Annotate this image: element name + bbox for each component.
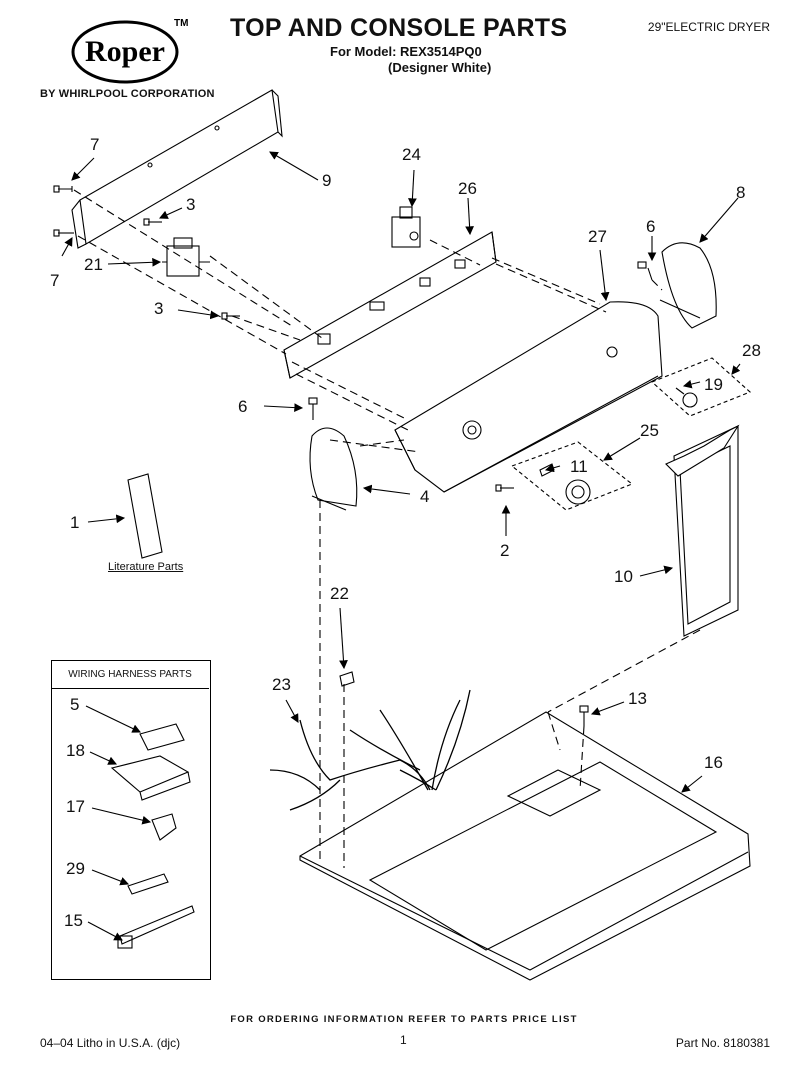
callout-6: 6 — [646, 217, 656, 236]
model-line: For Model: REX3514PQ0 — [330, 44, 482, 59]
callout-24: 24 — [402, 145, 421, 164]
litho-note: 04–04 Litho in U.S.A. (djc) — [40, 1036, 181, 1050]
screw-part-7b — [53, 229, 74, 237]
callout-7: 7 — [50, 271, 60, 290]
connector-block-part-18 — [110, 755, 191, 801]
callout-15: 15 — [64, 911, 83, 930]
callout-27: 27 — [588, 227, 607, 246]
clip-part-17 — [151, 813, 177, 841]
callout-3: 3 — [154, 299, 164, 318]
cable-tie-part-15 — [117, 905, 195, 949]
rear-panel-bracket-part — [71, 89, 283, 249]
end-cap-left-part-4 — [309, 427, 358, 511]
page-title: TOP AND CONSOLE PARTS — [230, 14, 568, 42]
callout-25: 25 — [640, 421, 659, 440]
callout-9: 9 — [322, 171, 332, 190]
callout-22: 22 — [330, 584, 349, 603]
callout-7: 7 — [90, 135, 100, 154]
lint-screen-part-10 — [665, 424, 740, 637]
callout-1: 1 — [70, 513, 80, 532]
wiring-harness-box — [51, 660, 211, 980]
literature-part-1 — [127, 473, 163, 559]
wiring-harness-part-23 — [269, 689, 471, 811]
callout-3: 3 — [186, 195, 196, 214]
part-number: Part No. 8180381 — [675, 1036, 770, 1050]
screw-part-2 — [495, 484, 514, 492]
screw-part-7a — [53, 185, 73, 193]
timer-part-24 — [391, 206, 421, 248]
control-bracket-part-26 — [283, 231, 497, 379]
screw-part-6b — [637, 261, 653, 281]
screw-part-13 — [579, 705, 589, 726]
screw-part-6a — [308, 397, 318, 420]
callout-18: 18 — [66, 741, 85, 760]
callout-28: 28 — [742, 341, 761, 360]
callout-6: 6 — [238, 397, 248, 416]
product-type: 29"ELECTRIC DRYER — [647, 20, 770, 34]
console-part-27 — [394, 301, 663, 493]
ordering-note: FOR ORDERING INFORMATION REFER TO PARTS … — [230, 1014, 578, 1025]
wiring-harness-title: WIRING HARNESS PARTS — [51, 660, 209, 689]
switch-part-21 — [162, 237, 210, 277]
alignment-lines — [73, 189, 701, 868]
callout-2: 2 — [500, 541, 510, 560]
callout-17: 17 — [66, 797, 85, 816]
callout-13: 13 — [628, 689, 647, 708]
callout-5: 5 — [70, 695, 80, 714]
brand-subtitle: BY WHIRLPOOL CORPORATION — [40, 88, 215, 100]
top-panel-part-16 — [299, 711, 751, 981]
callout-10: 10 — [614, 567, 633, 586]
callout-4: 4 — [420, 487, 430, 506]
leader-arrows — [61, 151, 741, 941]
clip-part-22 — [339, 671, 355, 687]
callout-16: 16 — [704, 753, 723, 772]
end-cap-right-part-8 — [659, 242, 717, 329]
callout-8: 8 — [736, 183, 746, 202]
callout-29: 29 — [66, 859, 85, 878]
page-number: 1 — [400, 1033, 407, 1047]
callout-21: 21 — [84, 255, 103, 274]
screw-part-3a — [143, 218, 162, 226]
knob-part-25 — [565, 479, 591, 505]
brand-name: Roper — [85, 35, 165, 68]
variant-line: (Designer White) — [388, 60, 492, 75]
callout-26: 26 — [458, 179, 477, 198]
callout-23: 23 — [272, 675, 291, 694]
push-button-part-19 — [675, 387, 698, 408]
callout-11: 11 — [570, 457, 588, 476]
terminal-part-29 — [127, 873, 169, 895]
trademark-mark: TM — [174, 18, 188, 29]
callout-19: 19 — [704, 375, 723, 394]
roper-logo: Roper TM — [70, 14, 190, 90]
connector-part-5 — [139, 723, 185, 751]
literature-parts-label: Literature Parts — [108, 561, 184, 573]
